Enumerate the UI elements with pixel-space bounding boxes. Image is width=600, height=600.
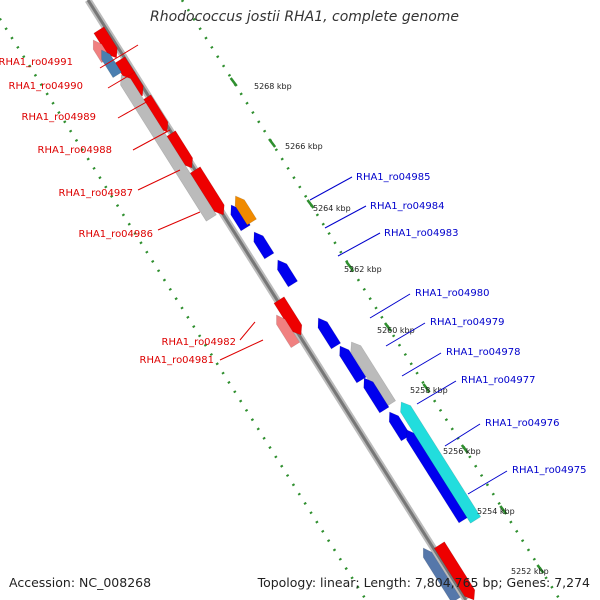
leader-line — [157, 211, 201, 231]
gene-feature — [277, 259, 298, 288]
tick-label: 5258 kbp — [410, 386, 448, 395]
tick-label: 5264 kbp — [313, 204, 351, 213]
gene-label-right: RHA1_ro04977 — [461, 375, 536, 386]
tick-mark — [383, 322, 393, 332]
accession-text: Accession: NC_008268 — [9, 575, 152, 590]
gene-label-right: RHA1_ro04978 — [446, 347, 521, 358]
gene-feature — [101, 49, 122, 79]
leader-line — [416, 380, 457, 405]
gene-feature — [317, 317, 342, 350]
gene-feature — [363, 377, 390, 414]
gene-label-right: RHA1_ro04976 — [485, 418, 560, 429]
gene-feature — [422, 547, 461, 600]
tick-label: 5266 kbp — [285, 142, 323, 151]
tick-rails — [0, 0, 562, 600]
leader-line — [401, 352, 442, 377]
tick-label: 5254 kbp — [477, 507, 515, 516]
gene-feature — [339, 345, 367, 384]
leader-line — [99, 44, 139, 69]
leader-line — [444, 423, 481, 447]
tick-mark — [268, 138, 277, 148]
gene-label-left: RHA1_ro04989 — [22, 112, 97, 123]
gene-label-right: RHA1_ro04979 — [430, 317, 505, 328]
tick-mark — [536, 564, 545, 574]
tick-mark — [422, 383, 431, 393]
gene-label-right: RHA1_ro04984 — [370, 201, 445, 212]
leader-line — [239, 321, 256, 341]
tick-mark — [499, 505, 508, 515]
gene-label-left: RHA1_ro04981 — [140, 355, 215, 366]
gene-feature — [400, 401, 482, 524]
gene-features — [92, 26, 482, 600]
gene-label-right: RHA1_ro04985 — [356, 172, 431, 183]
genome-summary: Topology: linear; Length: 7,804,765 bp; … — [257, 575, 590, 590]
tick-labels: 5268 kbp 5266 kbp 5264 kbp 5262 kbp 5260 kbp… — [254, 82, 549, 576]
tick-label: 5256 kbp — [443, 447, 481, 456]
leader-line — [337, 232, 381, 257]
tick-mark — [306, 199, 315, 209]
map-title: Rhodococcus jostii RHA1, complete genome — [150, 9, 460, 25]
gene-feature — [388, 411, 412, 442]
label-leaders — [99, 44, 508, 495]
tick-mark — [345, 261, 354, 271]
tick-label: 5260 kbp — [377, 326, 415, 335]
gene-feature — [276, 314, 300, 349]
gene-labels: RHA1_ro04991RHA1_ro04990RHA1_ro04989RHA1… — [0, 57, 587, 476]
gene-feature — [234, 195, 257, 226]
leader-line — [132, 129, 171, 151]
gene-label-left: RHA1_ro04982 — [162, 337, 237, 348]
tick-label: 5252 kbp — [511, 567, 549, 576]
gene-feature — [253, 231, 275, 260]
gene-label-left: RHA1_ro04991 — [0, 57, 73, 68]
gene-label-left: RHA1_ro04988 — [38, 145, 113, 156]
leader-line — [137, 169, 181, 191]
gene-feature — [120, 74, 217, 222]
gene-label-right: RHA1_ro04980 — [415, 288, 490, 299]
leader-line — [107, 71, 136, 89]
leader-line — [309, 176, 353, 201]
leader-line — [117, 99, 151, 119]
gene-label-right: RHA1_ro04975 — [512, 465, 587, 476]
leader-line — [369, 293, 411, 319]
gene-label-left: RHA1_ro04987 — [59, 188, 134, 199]
tick-label: 5262 kbp — [344, 265, 382, 274]
leader-line — [467, 470, 508, 495]
tick-mark — [460, 444, 469, 454]
leader-line — [219, 339, 264, 361]
gene-label-left: RHA1_ro04990 — [9, 81, 84, 92]
leader-line — [324, 205, 367, 229]
tick-label: 5268 kbp — [254, 82, 292, 91]
leader-line — [385, 322, 426, 347]
gene-label-right: RHA1_ro04983 — [384, 228, 459, 239]
gene-label-left: RHA1_ro04986 — [79, 229, 154, 240]
gene-feature — [433, 541, 476, 600]
tick-mark — [229, 77, 238, 87]
